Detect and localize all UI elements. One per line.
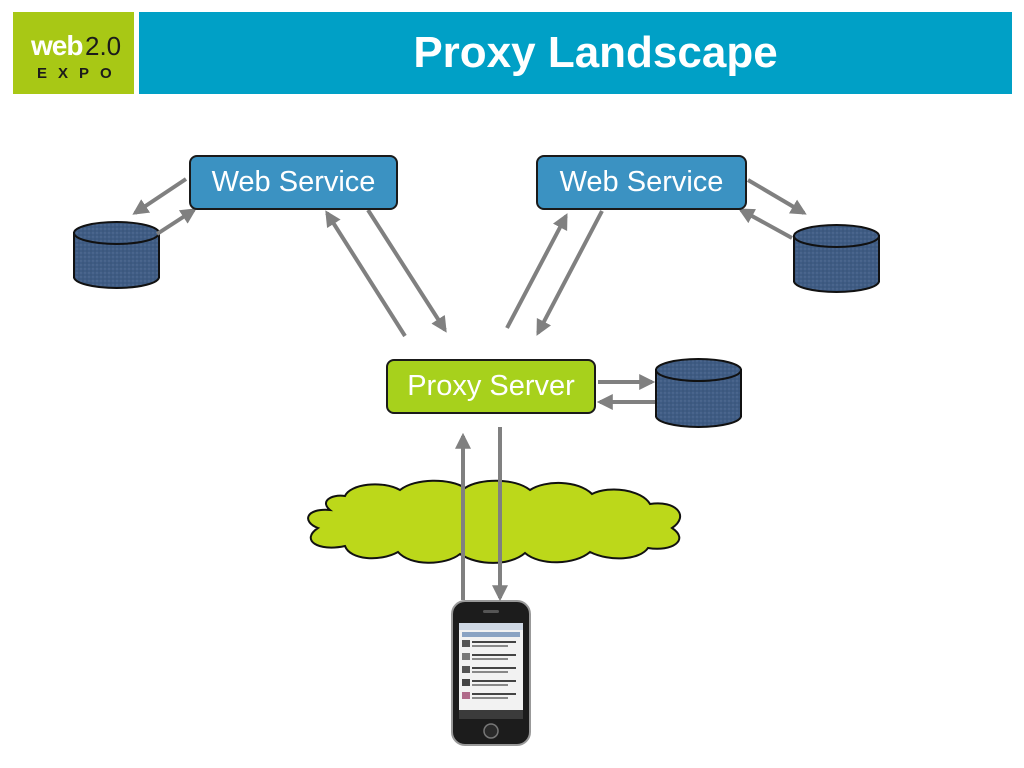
arrow-ws-right-to-proxy	[536, 210, 604, 336]
title-banner: Proxy Landscape	[139, 12, 1012, 94]
proxy-server-node: Proxy Server	[386, 359, 596, 414]
slide-title: Proxy Landscape	[413, 28, 778, 77]
arrow-proxy-to-ws-left	[325, 210, 407, 338]
flow-arrows	[132, 177, 807, 602]
database-icon-proxy	[655, 358, 742, 428]
arrow-db-to-ws-right	[738, 208, 793, 240]
logo-brand: web	[31, 30, 83, 61]
arrow-ws-left-to-proxy	[366, 208, 447, 333]
web-service-left-node: Web Service	[189, 155, 398, 210]
database-icon-left	[73, 221, 160, 289]
arrow-db-to-ws-left	[155, 208, 197, 236]
arrow-ws-left-to-db	[132, 177, 188, 215]
web-service-right-node: Web Service	[536, 155, 747, 210]
logo-version: 2.0	[85, 31, 122, 61]
arrow-proxy-to-ws-right	[505, 213, 568, 329]
smartphone-icon	[451, 600, 531, 746]
database-icon-right	[793, 224, 880, 293]
web20-expo-logo: web 2.0 EXPO	[13, 12, 134, 94]
logo-event: EXPO	[37, 65, 123, 82]
arrow-ws-right-to-db	[746, 178, 807, 215]
cloud-internet	[307, 479, 682, 564]
